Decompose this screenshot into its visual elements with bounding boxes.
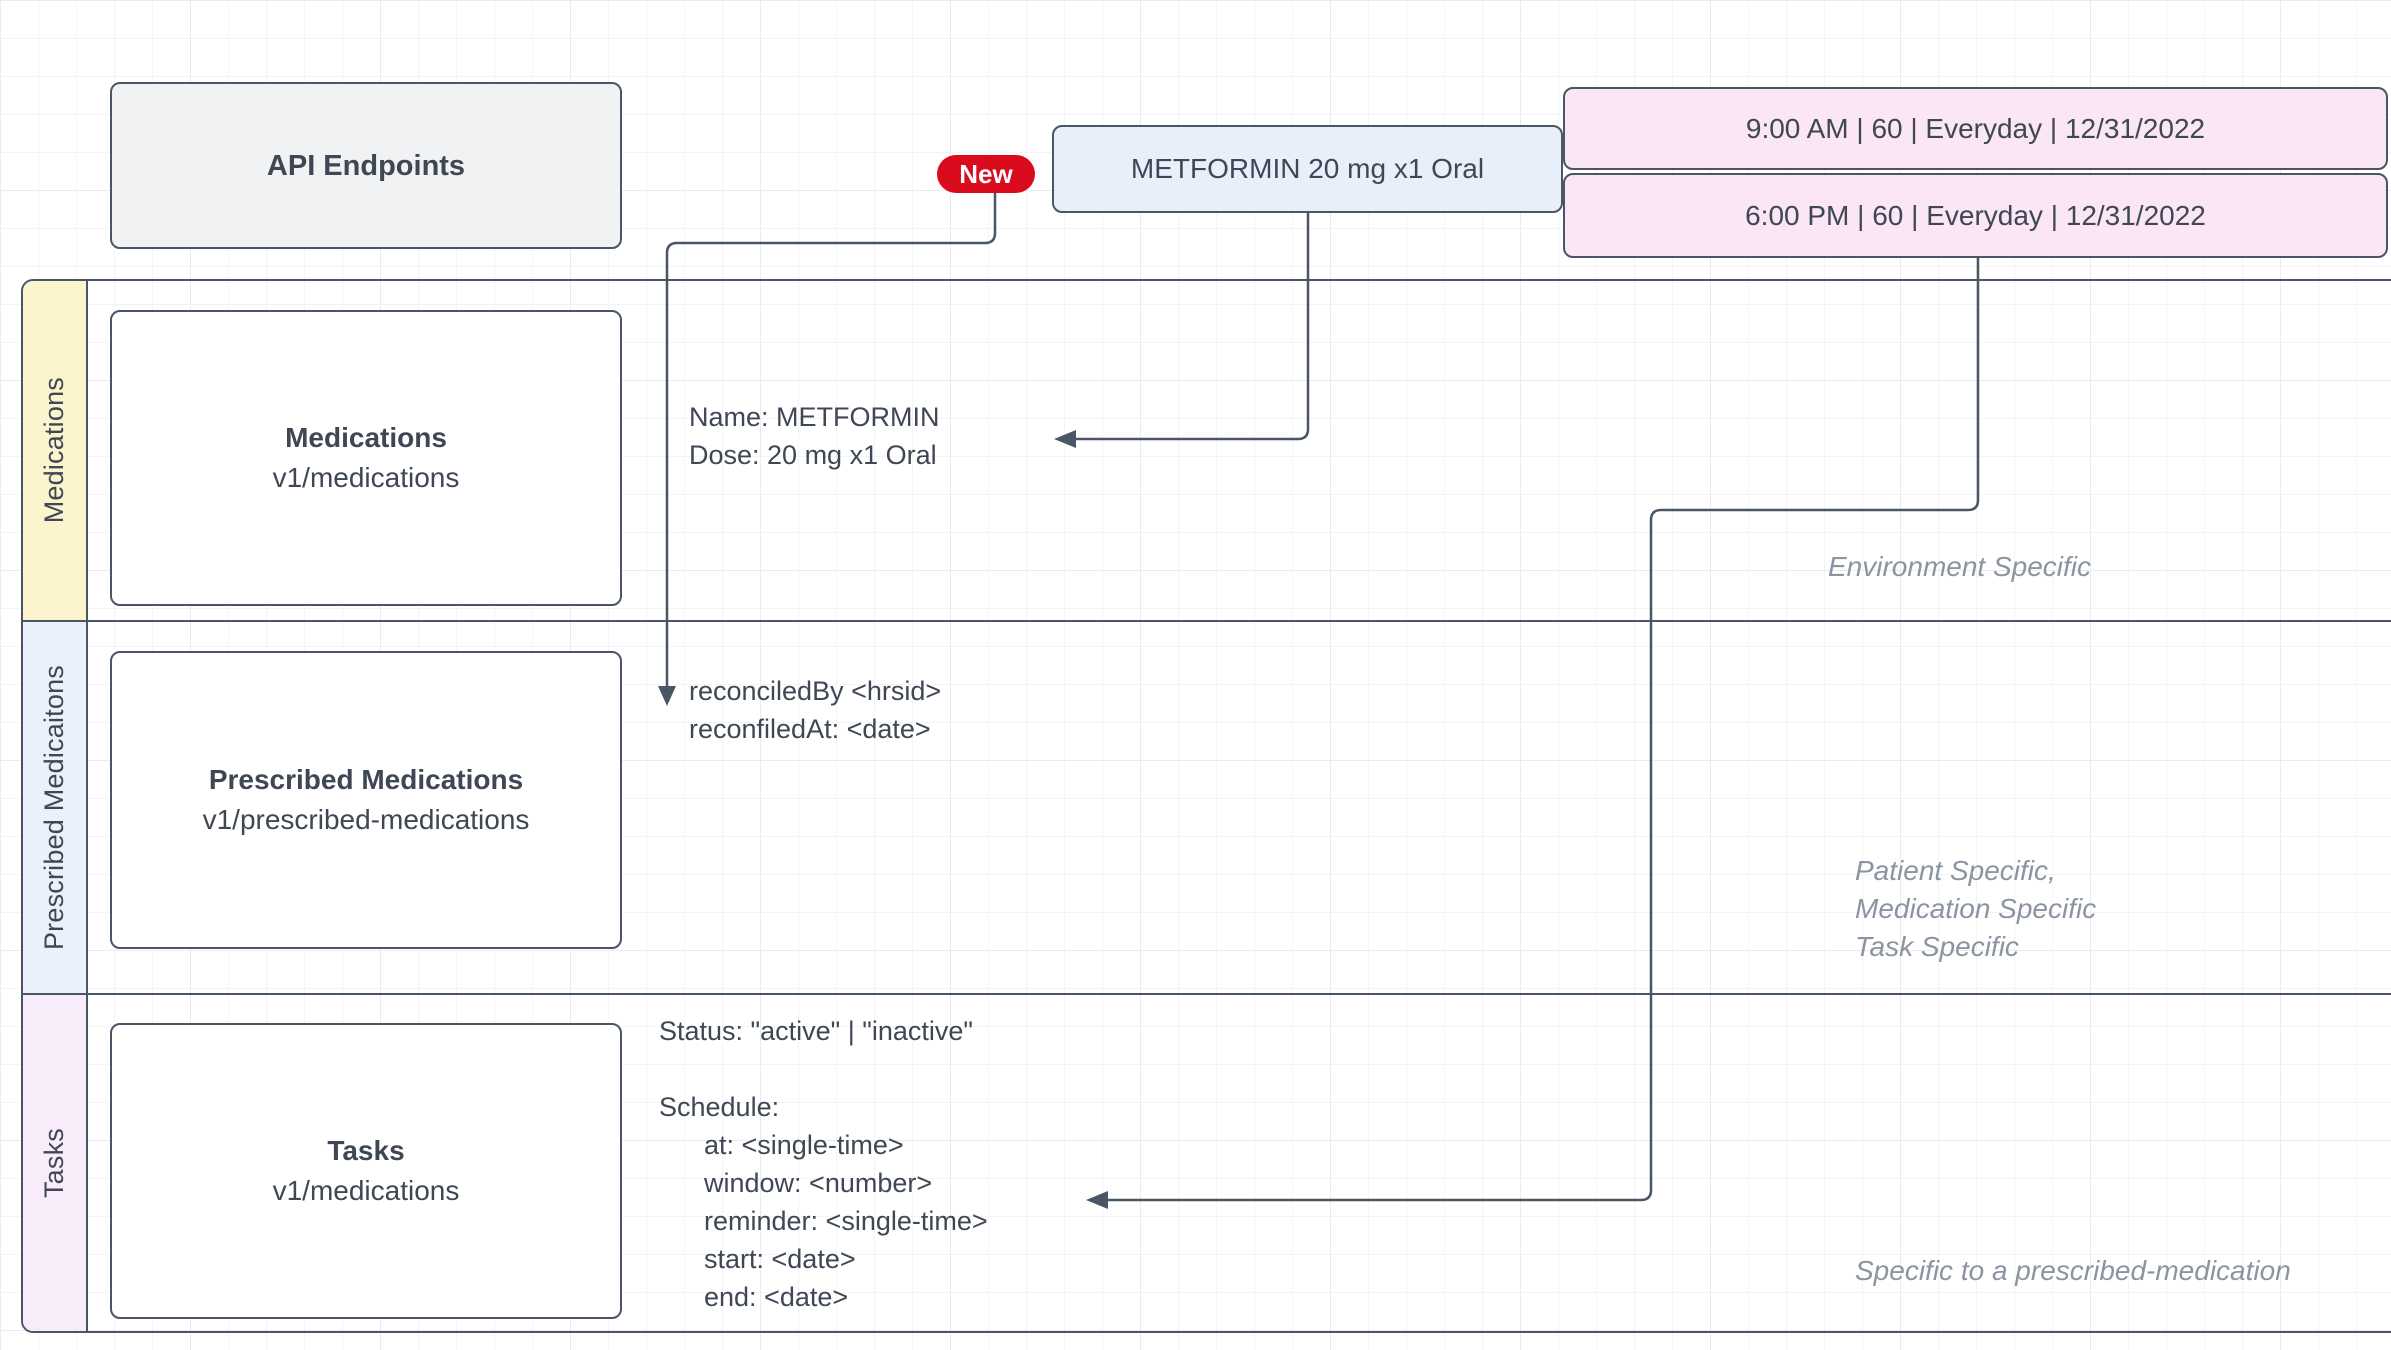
endpoint-medications-box: Medications v1/medications <box>110 310 622 606</box>
lane-label-text: Medications <box>39 377 69 524</box>
medication-pill-label: METFORMIN 20 mg x1 Oral <box>1130 153 1485 184</box>
annotation-line: Status: "active" | "inactive" <box>659 1016 973 1046</box>
schedule-pill-morning: 9:00 AM | 60 | Everyday | 12/31/2022 <box>1563 87 2388 170</box>
annotation-line: reconciledBy <hrsid> <box>689 676 942 706</box>
annotation-task-fields: Status: "active" | "inactive" Schedule: … <box>659 1012 988 1316</box>
schedule-pill-label: 9:00 AM | 60 | Everyday | 12/31/2022 <box>1745 112 2206 144</box>
annotation-line: at: <single-time> <box>659 1130 904 1160</box>
endpoint-path: v1/medications <box>272 462 460 493</box>
annotation-line: Schedule: <box>659 1092 780 1122</box>
lane-label-text: Prescribed Medicaitons <box>39 664 69 951</box>
note-line: Medication Specific <box>1855 893 2097 924</box>
note-environment-specific: Environment Specific <box>1828 551 2092 582</box>
endpoint-title: Prescribed Medications <box>208 764 524 795</box>
annotation-line: start: <date> <box>659 1244 856 1274</box>
annotation-line <box>659 1050 988 1088</box>
endpoint-prescribed-box: Prescribed Medications v1/prescribed-med… <box>110 651 622 949</box>
endpoint-tasks-box: Tasks v1/medications <box>110 1023 622 1319</box>
annotation-line: reminder: <single-time> <box>659 1206 988 1236</box>
endpoint-title: Medications <box>285 422 447 453</box>
note-patient-specific: Patient Specific, Medication Specific Ta… <box>1855 852 2096 966</box>
lane-tasks-label: Tasks <box>23 995 88 1331</box>
new-badge: New <box>937 155 1035 193</box>
note-prescribed-specific: Specific to a prescribed-medication <box>1855 1255 2291 1286</box>
annotation-line: reconfiledAt: <date> <box>689 714 931 744</box>
lane-label-text: Tasks <box>39 1127 69 1199</box>
endpoint-path: v1/medications <box>272 1175 460 1206</box>
api-endpoints-box: API Endpoints <box>110 82 622 249</box>
note-line: Patient Specific, <box>1855 855 2056 886</box>
note-line: Task Specific <box>1855 931 2019 962</box>
schedule-pill-label: 6:00 PM | 60 | Everyday | 12/31/2022 <box>1745 199 2206 231</box>
annotation-line: Name: METFORMIN <box>689 402 940 432</box>
annotation-name-dose: Name: METFORMIN Dose: 20 mg x1 Oral <box>689 398 940 474</box>
medication-pill: METFORMIN 20 mg x1 Oral <box>1052 125 1563 213</box>
annotation-line: Dose: 20 mg x1 Oral <box>689 440 937 470</box>
lane-prescribed-label: Prescribed Medicaitons <box>23 622 88 993</box>
lane-medications: Medications <box>23 281 2391 620</box>
schedule-pill-evening: 6:00 PM | 60 | Everyday | 12/31/2022 <box>1563 173 2388 258</box>
annotation-line: end: <date> <box>659 1282 849 1312</box>
annotation-line: window: <number> <box>659 1168 933 1198</box>
lane-medications-label: Medications <box>23 281 88 620</box>
endpoint-path: v1/prescribed-medications <box>202 804 530 835</box>
annotation-reconciled: reconciledBy <hrsid> reconfiledAt: <date… <box>689 672 941 748</box>
api-endpoints-title: API Endpoints <box>266 149 466 182</box>
endpoint-title: Tasks <box>327 1135 405 1166</box>
